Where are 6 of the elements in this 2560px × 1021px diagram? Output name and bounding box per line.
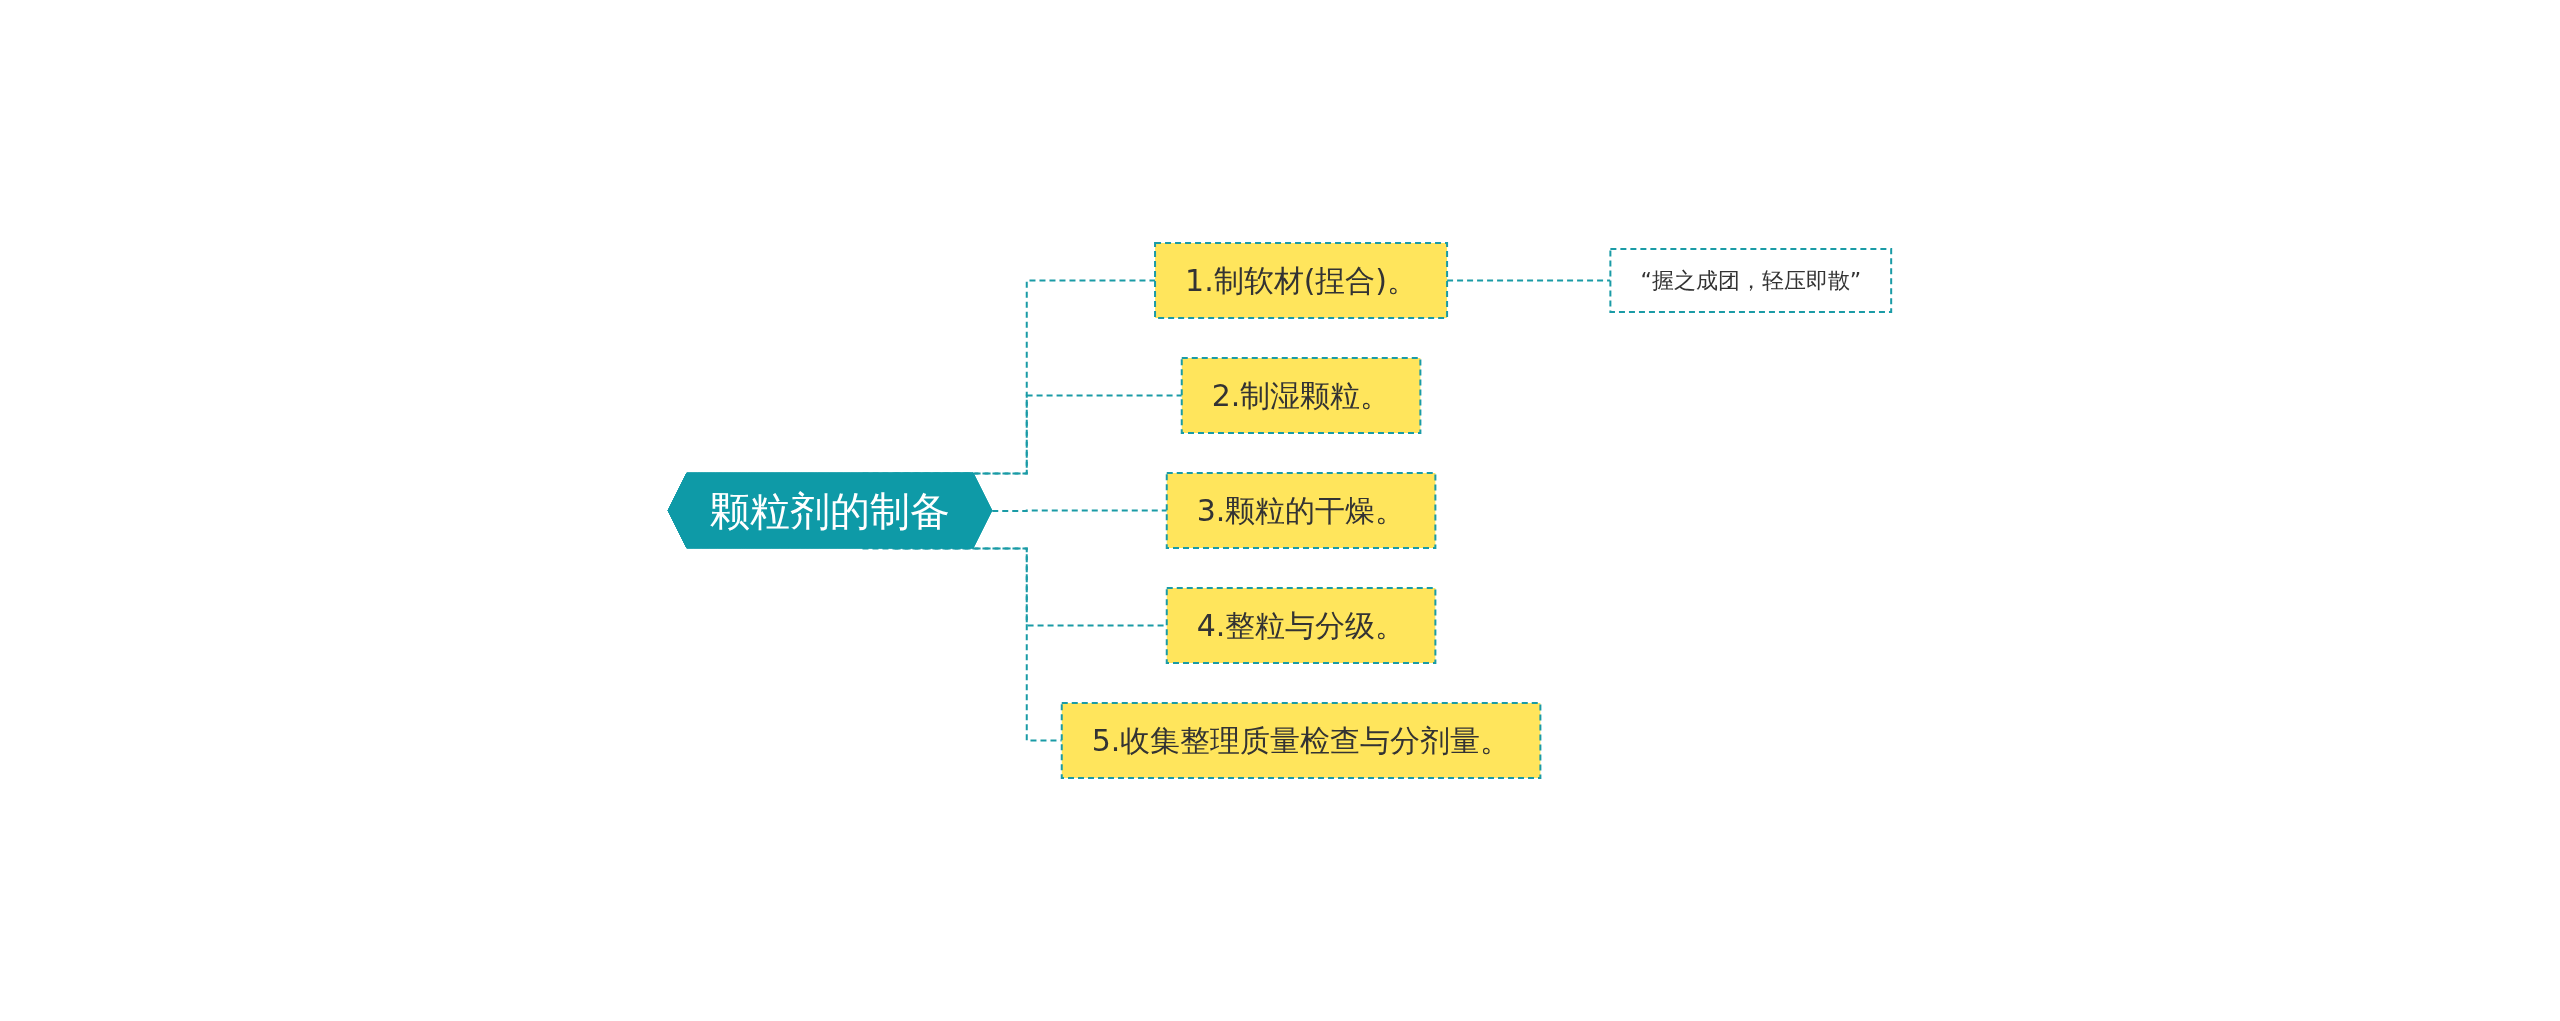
node-box: 4.整粒与分级。	[1166, 587, 1437, 664]
node-box: “握之成团，轻压即散”	[1609, 248, 1893, 313]
node-box: 2.制湿颗粒。	[1181, 357, 1422, 434]
node-box: 3.颗粒的干燥。	[1166, 472, 1437, 549]
node-box: 5.收集整理质量检查与分剂量。	[1061, 702, 1542, 779]
node-box: 1.制软材(捏合)。	[1154, 242, 1449, 319]
